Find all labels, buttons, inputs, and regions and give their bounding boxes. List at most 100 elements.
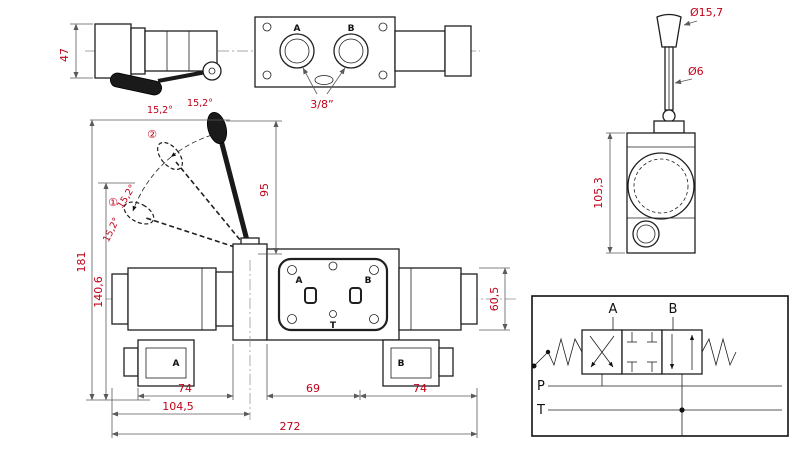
valve-box-center: [621, 329, 663, 375]
fitting-b: [438, 347, 454, 377]
dim-total-width-label: 272: [280, 420, 301, 433]
valve-body-top: [254, 16, 396, 88]
valve-box-right: [661, 329, 703, 375]
dim-74-left: 74: [137, 344, 234, 400]
left-collar: [130, 27, 146, 75]
face-a-label: A: [296, 276, 303, 286]
top-view: A B 47 3/8”: [58, 16, 480, 111]
dim-105-3: 105,3: [592, 132, 625, 254]
angle-label-2: 15,2°: [187, 98, 213, 109]
swing-arc: [132, 156, 172, 212]
left-solenoid: [127, 267, 217, 331]
bolt-hole: [378, 22, 388, 32]
right-end-cap: [460, 273, 478, 325]
port-block-a: A: [123, 339, 195, 387]
face-t-label: T: [330, 321, 337, 331]
angle-label-4: 15,2°: [101, 216, 122, 244]
left-nut: [215, 271, 234, 327]
lever-joint: [662, 109, 676, 123]
spring-right: [701, 337, 737, 367]
dim-pivot-offset-label: 104,5: [162, 400, 194, 413]
lever-pivot-top-view: [202, 61, 222, 81]
left-knurled-cap: [94, 23, 132, 79]
angle-label-1: 15,2°: [147, 105, 173, 116]
closed-center-symbols: [627, 332, 657, 372]
port-slot-a: [304, 287, 317, 304]
bolt-hole: [378, 70, 388, 80]
dim-272: 272: [111, 400, 478, 438]
dim-rod-diameter: Ø6: [674, 65, 704, 85]
knob-diameter-label: Ø15,7: [690, 6, 723, 19]
bolt-hole: [262, 70, 272, 80]
schematic-port-t-label: T: [536, 403, 545, 418]
face-b-label: B: [365, 276, 372, 286]
ghost-knob-1: [123, 201, 155, 225]
bolt-hole: [369, 314, 379, 324]
manual-lever-symbol: [531, 349, 551, 369]
port-a-label: A: [173, 359, 180, 369]
dim-left-width-label: 74: [178, 382, 192, 395]
bolt-hole: [369, 265, 379, 275]
fitting-a: [123, 347, 139, 377]
bolt-hole: [287, 265, 297, 275]
lever-knob: [206, 111, 228, 145]
spring-left: [547, 337, 583, 367]
manifold-face: A B T: [266, 248, 400, 341]
lever-position-2-ghost: [175, 161, 251, 253]
manifold-block: [266, 248, 400, 341]
lever-grip-top-view: [110, 61, 222, 96]
left-solenoid-body-top: [144, 30, 218, 72]
detent-housing: [627, 152, 695, 220]
t-port-hole: [329, 310, 337, 318]
right-solenoid-body-top: [394, 30, 446, 72]
bolt-hole: [287, 314, 297, 324]
lever-arm: [218, 137, 253, 255]
detent-teeth: [633, 158, 689, 214]
right-knurled-cap: [444, 25, 472, 77]
dim-181: 181: [75, 119, 230, 401]
dim-60-5: 60,5: [479, 267, 510, 331]
dim-solenoid-height-label: 60,5: [488, 287, 501, 312]
schematic-port-b-label: B: [669, 302, 678, 317]
right-solenoid: [398, 267, 462, 331]
dim-total-height-label: 181: [75, 252, 88, 273]
bolt-hole: [262, 22, 272, 32]
crossed-flow-arrow: [590, 335, 615, 368]
lever-side-view: Ø15,7 Ø6 105,3: [592, 6, 723, 254]
dim-69: 69: [266, 344, 361, 400]
crossed-flow-arrow: [589, 335, 614, 368]
dim-95: 95: [226, 120, 282, 255]
dim-height-47-label: 47: [58, 48, 71, 62]
thread-callout: 3/8”: [302, 67, 346, 111]
left-end-cap: [111, 273, 129, 325]
gasket-outline: [277, 257, 389, 332]
schematic-port-a-label: A: [609, 302, 618, 317]
dim-74-right: 74: [359, 382, 478, 400]
schematic-view: A B P T: [531, 295, 789, 437]
lever-knob-top-view: [110, 72, 162, 96]
dim-knob-diameter: Ø15,7: [683, 6, 723, 26]
lever-pos-2-label: ②: [147, 128, 157, 141]
body-height-label: 105,3: [592, 177, 605, 209]
dim-right-width-label: 74: [413, 382, 427, 395]
lever-assembly: 15,2° 15,2° 15,2° 15,2° ② ①: [101, 98, 260, 261]
ghost-knob-2: [157, 141, 183, 171]
dim-140-6: 140,6: [92, 182, 135, 401]
port-a-label-top: A: [294, 24, 301, 34]
port-a-bore: [279, 33, 315, 69]
thread-size-label: 3/8”: [310, 98, 333, 111]
front-view: 15,2° 15,2° 15,2° 15,2° ② ① A B T: [75, 98, 518, 438]
lever-bracket: [653, 120, 685, 134]
lever-knob-side: [656, 13, 682, 48]
gauge-slot: [314, 75, 334, 85]
schematic-port-p-label: P: [537, 379, 545, 394]
junction-dot: [679, 407, 685, 413]
side-port: [632, 220, 660, 248]
lever-pos-1-label: ①: [108, 196, 118, 209]
dim-body-height-label: 140,6: [92, 276, 105, 308]
port-b-bore: [333, 33, 369, 69]
dim-center-width-label: 69: [306, 382, 320, 395]
port-b-label: B: [398, 359, 405, 369]
